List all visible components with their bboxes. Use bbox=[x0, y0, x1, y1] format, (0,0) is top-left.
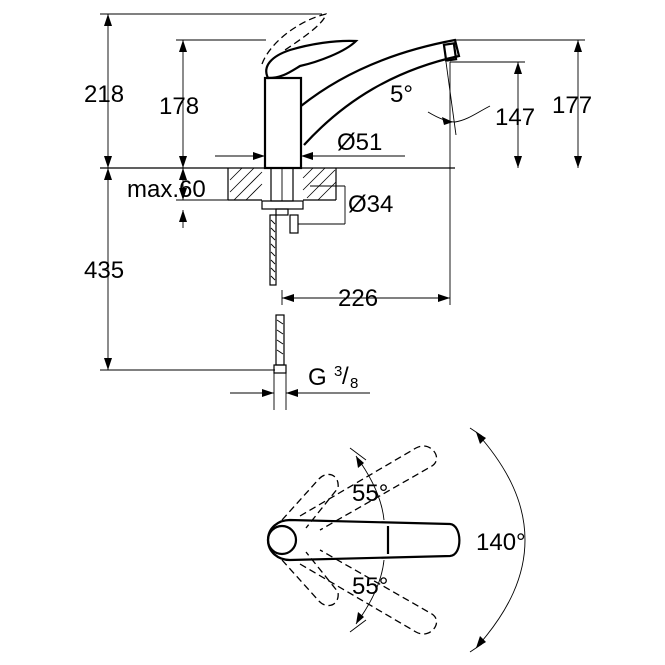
dim-g-denominator: 8 bbox=[350, 375, 358, 392]
dim-g-label: G bbox=[308, 364, 327, 391]
dim-5deg-label: 5° bbox=[390, 81, 413, 108]
mounting-hardware bbox=[261, 167, 304, 374]
dim-435-label: 435 bbox=[84, 257, 124, 284]
rotation-lower-label: 55° bbox=[352, 573, 388, 600]
faucet-body bbox=[261, 13, 461, 170]
dim-147-label: 147 bbox=[495, 104, 535, 131]
rotation-upper-label: 55° bbox=[352, 480, 388, 507]
dimension-178: 178 bbox=[159, 39, 266, 168]
top-view: 55° 55° 140° bbox=[266, 427, 526, 653]
dim-d51-label: Ø51 bbox=[337, 129, 382, 156]
dim-178-label: 178 bbox=[159, 93, 199, 120]
dim-g-numerator: 3 bbox=[334, 363, 342, 380]
dim-max60-label: max.60 bbox=[127, 176, 206, 203]
dimension-5deg: 5° bbox=[390, 61, 491, 168]
dimension-d51: Ø51 bbox=[215, 129, 405, 160]
dim-d34-label: Ø34 bbox=[348, 191, 393, 218]
side-view: 218 178 147 177 bbox=[84, 13, 592, 410]
dim-177-label: 177 bbox=[552, 92, 592, 119]
dim-g-slash: / bbox=[342, 363, 349, 390]
dimension-226: 226 bbox=[281, 168, 451, 312]
dimension-177-147: 147 177 bbox=[450, 39, 592, 168]
countertop-hatching-right bbox=[302, 167, 337, 201]
dimension-435: 435 bbox=[84, 168, 275, 371]
dim-218-label: 218 bbox=[84, 81, 124, 108]
countertop-hatching-left bbox=[229, 167, 263, 201]
dimension-d34: Ø34 bbox=[298, 185, 393, 225]
dimension-218: 218 bbox=[84, 13, 322, 168]
dim-226-label: 226 bbox=[338, 285, 378, 312]
rotation-total-label: 140° bbox=[476, 529, 526, 556]
dimension-max60: max.60 bbox=[127, 168, 228, 228]
dimension-g38: G 3 / 8 bbox=[230, 363, 370, 410]
